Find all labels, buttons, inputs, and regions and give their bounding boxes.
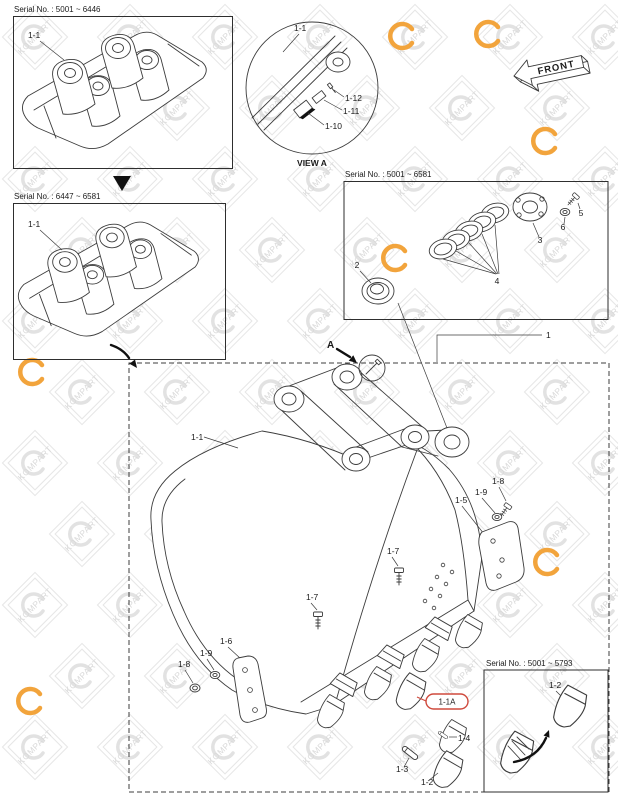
panel-mid-left: Serial No. : 6447 ~ 6581 1-1: [13, 192, 226, 360]
leader-line: [310, 602, 318, 611]
highlight-box[interactable]: [425, 693, 469, 710]
highlight-leader: [416, 696, 427, 702]
leader-line: [206, 658, 215, 671]
kit-bolt: [564, 192, 581, 208]
view-a-title: VIEW A: [297, 158, 327, 168]
section-arrowhead-icon: [348, 355, 357, 363]
leader-line: [333, 89, 345, 98]
callout-1-9-right[interactable]: 1-9: [475, 487, 488, 497]
leader-line: [498, 486, 507, 502]
callout-1[interactable]: 1: [546, 330, 551, 340]
panel-seal-kit: Serial No. : 5001 ~ 6581 2 4 3: [343, 170, 609, 320]
jump-arrow-icon: [109, 343, 131, 360]
view-a-detail: 1-1 1-12 1-11 1-10 VIEW A: [245, 21, 379, 168]
callout-1-1[interactable]: 1-1: [28, 219, 41, 229]
section-arrow-icon: [335, 347, 352, 359]
panel-border: [483, 669, 609, 793]
serial-label: Serial No. : 5001 ~ 6581: [345, 170, 432, 179]
callout-1-6[interactable]: 1-6: [220, 636, 233, 646]
bucket-drawing: [150, 363, 483, 715]
side-cutter-washer: [491, 512, 503, 522]
leader-line: [282, 33, 300, 53]
leader-line: [39, 40, 65, 61]
front-arrow-icon: [513, 55, 585, 86]
callout-2[interactable]: 2: [355, 260, 360, 270]
panel-border: [13, 16, 233, 169]
panel-border: [13, 203, 226, 360]
callout-1-10[interactable]: 1-10: [325, 121, 342, 131]
swap-arrowhead-icon: [543, 730, 550, 738]
callout-1-2[interactable]: 1-2: [421, 777, 434, 787]
cap-drawing: [361, 277, 395, 305]
side-plate-nut: [189, 683, 201, 693]
detail-a-balloon: [358, 354, 386, 382]
down-arrow-icon: [113, 176, 131, 191]
kit-washer: [559, 207, 571, 217]
serial-label: Serial No. : 6447 ~ 6581: [14, 192, 101, 201]
callout-1-1A[interactable]: 1-1A: [439, 698, 457, 707]
callout-1-5[interactable]: 1-5: [455, 495, 468, 505]
callout-3[interactable]: 3: [538, 235, 543, 245]
callout-1-7-upper[interactable]: 1-7: [387, 546, 400, 556]
flange-drawing: [512, 192, 548, 222]
leader-line: [481, 497, 496, 514]
callout-1-8-left[interactable]: 1-8: [178, 659, 191, 669]
callout-1-1[interactable]: 1-1: [28, 30, 41, 40]
swap-arrow-icon: [512, 736, 548, 764]
leader-line: [359, 270, 372, 284]
section-a-label[interactable]: A: [327, 340, 334, 351]
leader-line: [39, 229, 63, 251]
side-cutter-drawing: [478, 521, 525, 591]
serial-label: Serial No. : 5001 ~ 5793: [486, 659, 573, 668]
leader-line: [323, 99, 343, 111]
main-assembly: 1 A: [109, 330, 610, 793]
leader-line: [563, 216, 566, 225]
callout-1-1[interactable]: 1-1: [191, 432, 204, 442]
leader-line: [227, 646, 242, 660]
front-direction-marker: FRONT: [513, 55, 591, 92]
leader-line: [532, 222, 540, 238]
callout-1-2[interactable]: 1-2: [549, 680, 562, 690]
leader-line: [307, 112, 325, 126]
leader-line: [184, 669, 194, 684]
panel-top-left: Serial No. : 5001 ~ 6446 1-1: [13, 5, 233, 169]
panel-tooth-kit: Serial No. : 5001 ~ 5793 1-2: [483, 659, 609, 793]
leader-line: [436, 334, 542, 362]
tooth-hatching: [507, 736, 530, 761]
callout-1-11[interactable]: 1-11: [343, 106, 360, 116]
tooth-variant-a: [547, 683, 592, 733]
serial-label: Serial No. : 5001 ~ 6446: [14, 5, 101, 14]
detail-circle: [245, 21, 379, 155]
callout-1-9-left[interactable]: 1-9: [200, 648, 213, 658]
callout-1-8-right[interactable]: 1-8: [492, 476, 505, 486]
callout-1-7-lower[interactable]: 1-7: [306, 592, 319, 602]
leader-line: [427, 772, 439, 782]
callout-6[interactable]: 6: [561, 222, 566, 232]
callout-1-1[interactable]: 1-1: [294, 23, 307, 33]
leader-line: [461, 505, 485, 535]
callout-1-12[interactable]: 1-12: [345, 93, 362, 103]
assembly-boundary: [128, 362, 610, 793]
side-plate-drawing: [232, 655, 267, 723]
leader-line: [391, 556, 399, 567]
kit-to-boss-leader: [397, 302, 448, 429]
callout-1-4[interactable]: 1-4: [458, 733, 471, 743]
callout-5[interactable]: 5: [579, 208, 584, 218]
leader-line: [577, 202, 581, 210]
shim-rings-drawing: [426, 199, 512, 275]
jump-arrowhead-icon: [129, 359, 137, 368]
leader-line: [203, 436, 239, 449]
callout-1-3[interactable]: 1-3: [396, 764, 409, 774]
side-plate-washer: [209, 670, 221, 680]
tooth-old: [427, 749, 467, 793]
leader-line: [403, 757, 410, 768]
callout-4[interactable]: 4: [495, 276, 500, 286]
panel-border: [343, 181, 609, 320]
